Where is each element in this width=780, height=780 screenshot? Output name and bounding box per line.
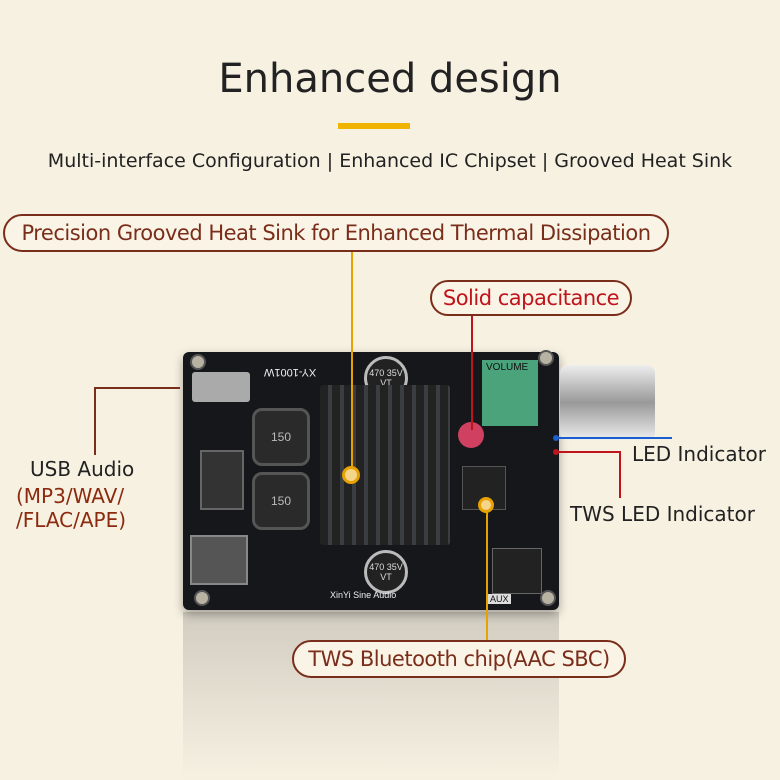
- bt-chip-callout: TWS Bluetooth chip(AAC SBC): [292, 640, 626, 678]
- volume-knob: [560, 365, 655, 440]
- mount-hole: [538, 350, 554, 366]
- title-underline: [338, 123, 410, 129]
- mount-hole: [194, 590, 210, 606]
- capacitance-callout: Solid capacitance: [430, 280, 632, 316]
- mount-hole: [540, 590, 556, 606]
- aux-label: AUX: [488, 594, 511, 604]
- usb-formats-line2: /FLAC/APE): [16, 508, 127, 532]
- speaker-terminal: [190, 535, 248, 585]
- subtitle: Multi-interface Configuration | Enhanced…: [47, 150, 733, 172]
- inductor: 150: [252, 472, 310, 530]
- usb-line: [94, 387, 180, 455]
- power-terminal: [200, 450, 244, 510]
- board-brand: XinYi Sine Audio: [330, 590, 397, 600]
- led-indicator-label: LED Indicator: [632, 442, 766, 466]
- heat-sink-callout: Precision Grooved Heat Sink for Enhanced…: [3, 214, 669, 252]
- tws-led-indicator-label: TWS LED Indicator: [570, 502, 755, 526]
- usb-audio-label: USB Audio: [30, 457, 135, 481]
- mount-hole: [190, 354, 206, 370]
- inductor: 150: [252, 408, 310, 466]
- capacitor: 470 35V VT: [364, 550, 408, 594]
- heat-sink: [320, 385, 450, 545]
- page-title: Enhanced design: [218, 56, 562, 102]
- volume-potentiometer: [482, 360, 538, 426]
- usb-formats-line1: (MP3/WAV/: [16, 484, 125, 508]
- tws-led-line: [556, 451, 621, 498]
- volume-label: VOLUME: [486, 362, 529, 373]
- heat-sink-marker: [342, 466, 360, 484]
- usb-port: [192, 372, 250, 402]
- aux-jack: [492, 548, 542, 594]
- bt-chip-marker: [478, 497, 494, 513]
